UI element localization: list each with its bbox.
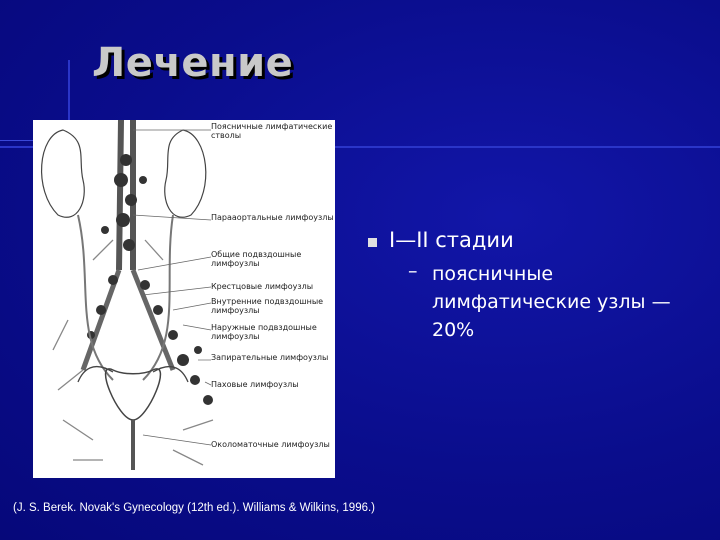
figure-label-inguinal: Паховые лимфоузлы xyxy=(211,380,299,389)
bullet-item: I—II стадии xyxy=(368,228,708,252)
figure-label-internal-iliac: Внутренние подвздошные лимфоузлы xyxy=(211,297,324,315)
figure-label-paraaortic: Парааортальные лимфоузлы xyxy=(211,213,334,222)
source-caption: (J. S. Berek. Novak's Gynecology (12th e… xyxy=(13,502,376,514)
figure-label-sacral: Крестцовые лимфоузлы xyxy=(211,282,314,291)
bullet-text: I—II стадии xyxy=(389,228,514,252)
lymph-node-anatomy-figure: Поясничные лимфатические стволы Парааорт… xyxy=(33,120,335,478)
figure-label-lumbar-trunks: Поясничные лимфатические стволы xyxy=(211,122,333,140)
sub-bullet-item: – поясничные лимфатические узлы — 20% xyxy=(408,260,708,344)
slide-title: Лечение xyxy=(92,40,294,86)
bullet-list: I—II стадии – поясничные лимфатические у… xyxy=(368,228,708,344)
sub-bullet-text: поясничные лимфатические узлы — 20% xyxy=(432,263,671,341)
figure-label-parametrial: Околоматочные лимфоузлы xyxy=(211,440,330,449)
decorative-line-vertical xyxy=(68,60,70,150)
sub-bullet-dash: – xyxy=(408,260,418,282)
decorative-line-short xyxy=(0,140,60,141)
figure-label-common-iliac: Общие подвздошные лимфоузлы xyxy=(211,250,302,268)
figure-label-external-iliac: Наружные подвздошные лимфоузлы xyxy=(211,323,317,341)
decorative-line-horizontal xyxy=(0,146,720,148)
figure-label-obturator: Запирательные лимфоузлы xyxy=(211,353,329,362)
anatomy-illustration xyxy=(40,120,214,470)
bullet-square-icon xyxy=(368,238,377,247)
